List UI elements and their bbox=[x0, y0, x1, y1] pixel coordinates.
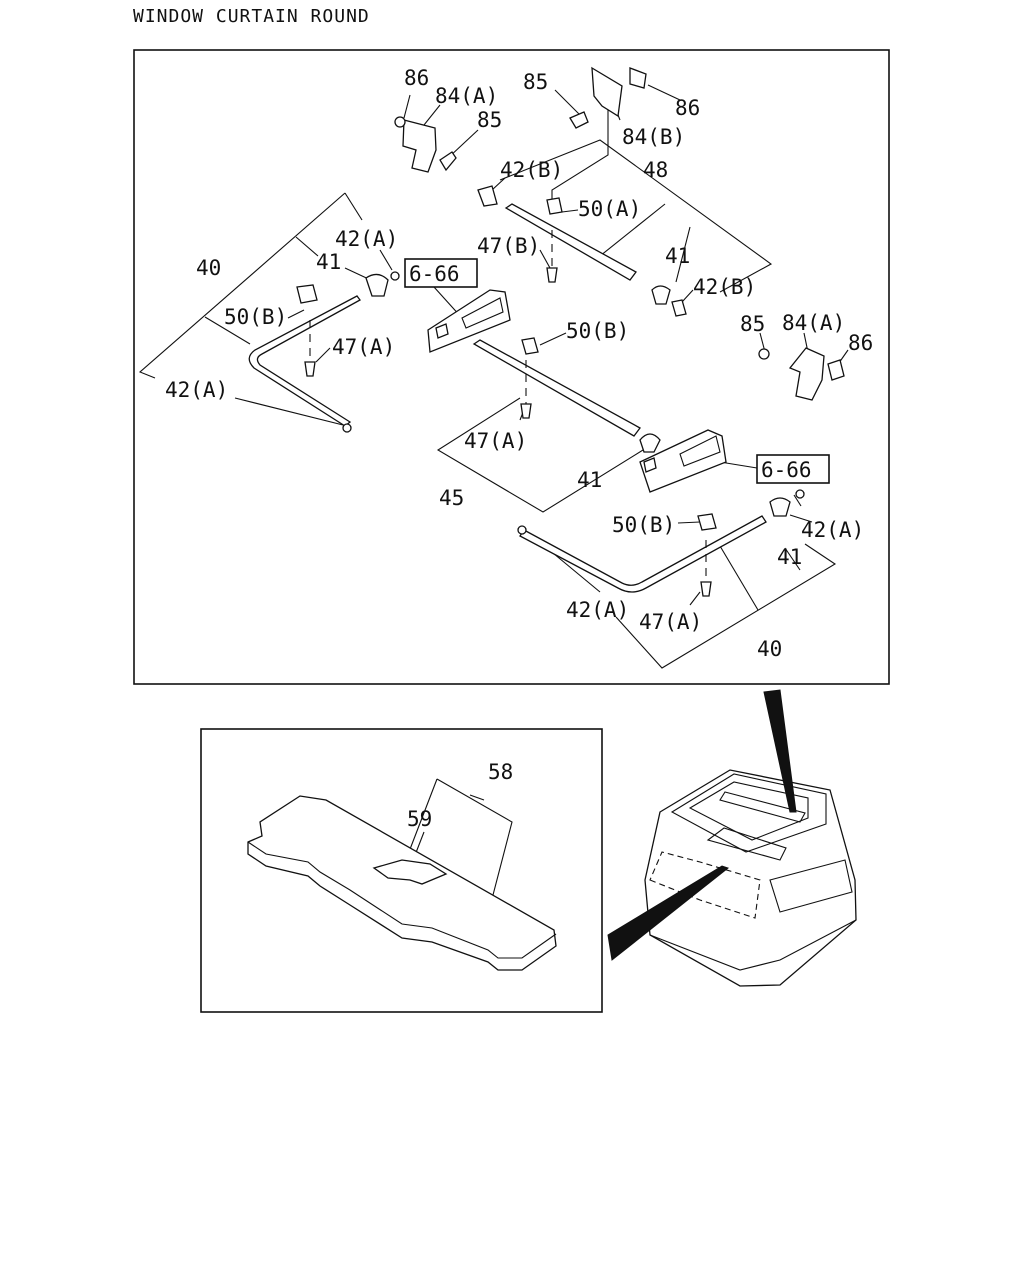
callout-label: 86 bbox=[404, 66, 429, 90]
left-curtain-rail bbox=[248, 295, 361, 433]
callout-label: 48 bbox=[643, 158, 668, 182]
callout-label: 47(A) bbox=[332, 335, 395, 359]
reference-box-6-66-right[interactable]: 6-66 bbox=[756, 454, 830, 484]
callout-label: 45 bbox=[439, 486, 464, 510]
callout-label: 50(A) bbox=[578, 197, 641, 221]
left-trim-panel bbox=[427, 289, 511, 353]
callout-label: 50(B) bbox=[224, 305, 287, 329]
reference-text: 6-66 bbox=[761, 458, 812, 482]
right-curtain-rail bbox=[517, 489, 805, 597]
callout-label: 42(A) bbox=[165, 378, 228, 402]
right-trim-panel bbox=[639, 429, 727, 493]
reference-box-6-66-left[interactable]: 6-66 bbox=[404, 258, 478, 288]
callout-label: 41 bbox=[777, 545, 802, 569]
reference-text: 6-66 bbox=[409, 262, 460, 286]
callout-label: 42(A) bbox=[335, 227, 398, 251]
callout-label: 85 bbox=[740, 312, 765, 336]
vehicle-body-illustration bbox=[607, 689, 857, 987]
callout-label: 42(A) bbox=[566, 598, 629, 622]
callout-label: 50(B) bbox=[566, 319, 629, 343]
callout-label: 86 bbox=[675, 96, 700, 120]
callout-label: 47(B) bbox=[477, 234, 540, 258]
top-right-bracket-84b bbox=[569, 66, 647, 129]
leader-lines bbox=[138, 84, 849, 896]
callout-label: 42(B) bbox=[693, 275, 756, 299]
main-diagram-frame bbox=[133, 49, 890, 685]
callout-label: 85 bbox=[477, 108, 502, 132]
left-rail-fastener-47a bbox=[304, 320, 316, 377]
rear-curtain-rail-48 bbox=[477, 185, 687, 317]
callout-label: 84(B) bbox=[622, 125, 685, 149]
sunroof-shade-tray-58 bbox=[247, 795, 557, 971]
callout-label: 40 bbox=[757, 637, 782, 661]
callout-label: 59 bbox=[407, 807, 432, 831]
callout-label: 85 bbox=[523, 70, 548, 94]
side-curtain-rail-45 bbox=[472, 337, 661, 453]
left-rail-clip-50b bbox=[296, 284, 318, 304]
callout-label: 84(A) bbox=[435, 84, 498, 108]
callout-label: 84(A) bbox=[782, 311, 845, 335]
callout-label: 58 bbox=[488, 760, 513, 784]
inset-frame bbox=[200, 728, 603, 1013]
tray-handle-59 bbox=[372, 859, 448, 885]
callout-label: 50(B) bbox=[612, 513, 675, 537]
callout-label: 47(A) bbox=[639, 610, 702, 634]
left-rail-end-cap-41 bbox=[365, 271, 400, 297]
callout-labels: 86 84(A) 85 85 86 84(B) 42(B) 48 50(A) 4… bbox=[165, 66, 873, 831]
right-bracket-84a bbox=[758, 347, 845, 401]
callout-label: 41 bbox=[665, 244, 690, 268]
callout-label: 86 bbox=[848, 331, 873, 355]
callout-label: 47(A) bbox=[464, 429, 527, 453]
callout-label: 40 bbox=[196, 256, 221, 280]
top-left-bracket-84a bbox=[394, 116, 457, 173]
callout-label: 42(B) bbox=[500, 158, 563, 182]
callout-label: 42(A) bbox=[801, 518, 864, 542]
diagram-title: WINDOW CURTAIN ROUND bbox=[133, 6, 370, 27]
callout-label: 41 bbox=[577, 468, 602, 492]
callout-label: 41 bbox=[316, 250, 341, 274]
